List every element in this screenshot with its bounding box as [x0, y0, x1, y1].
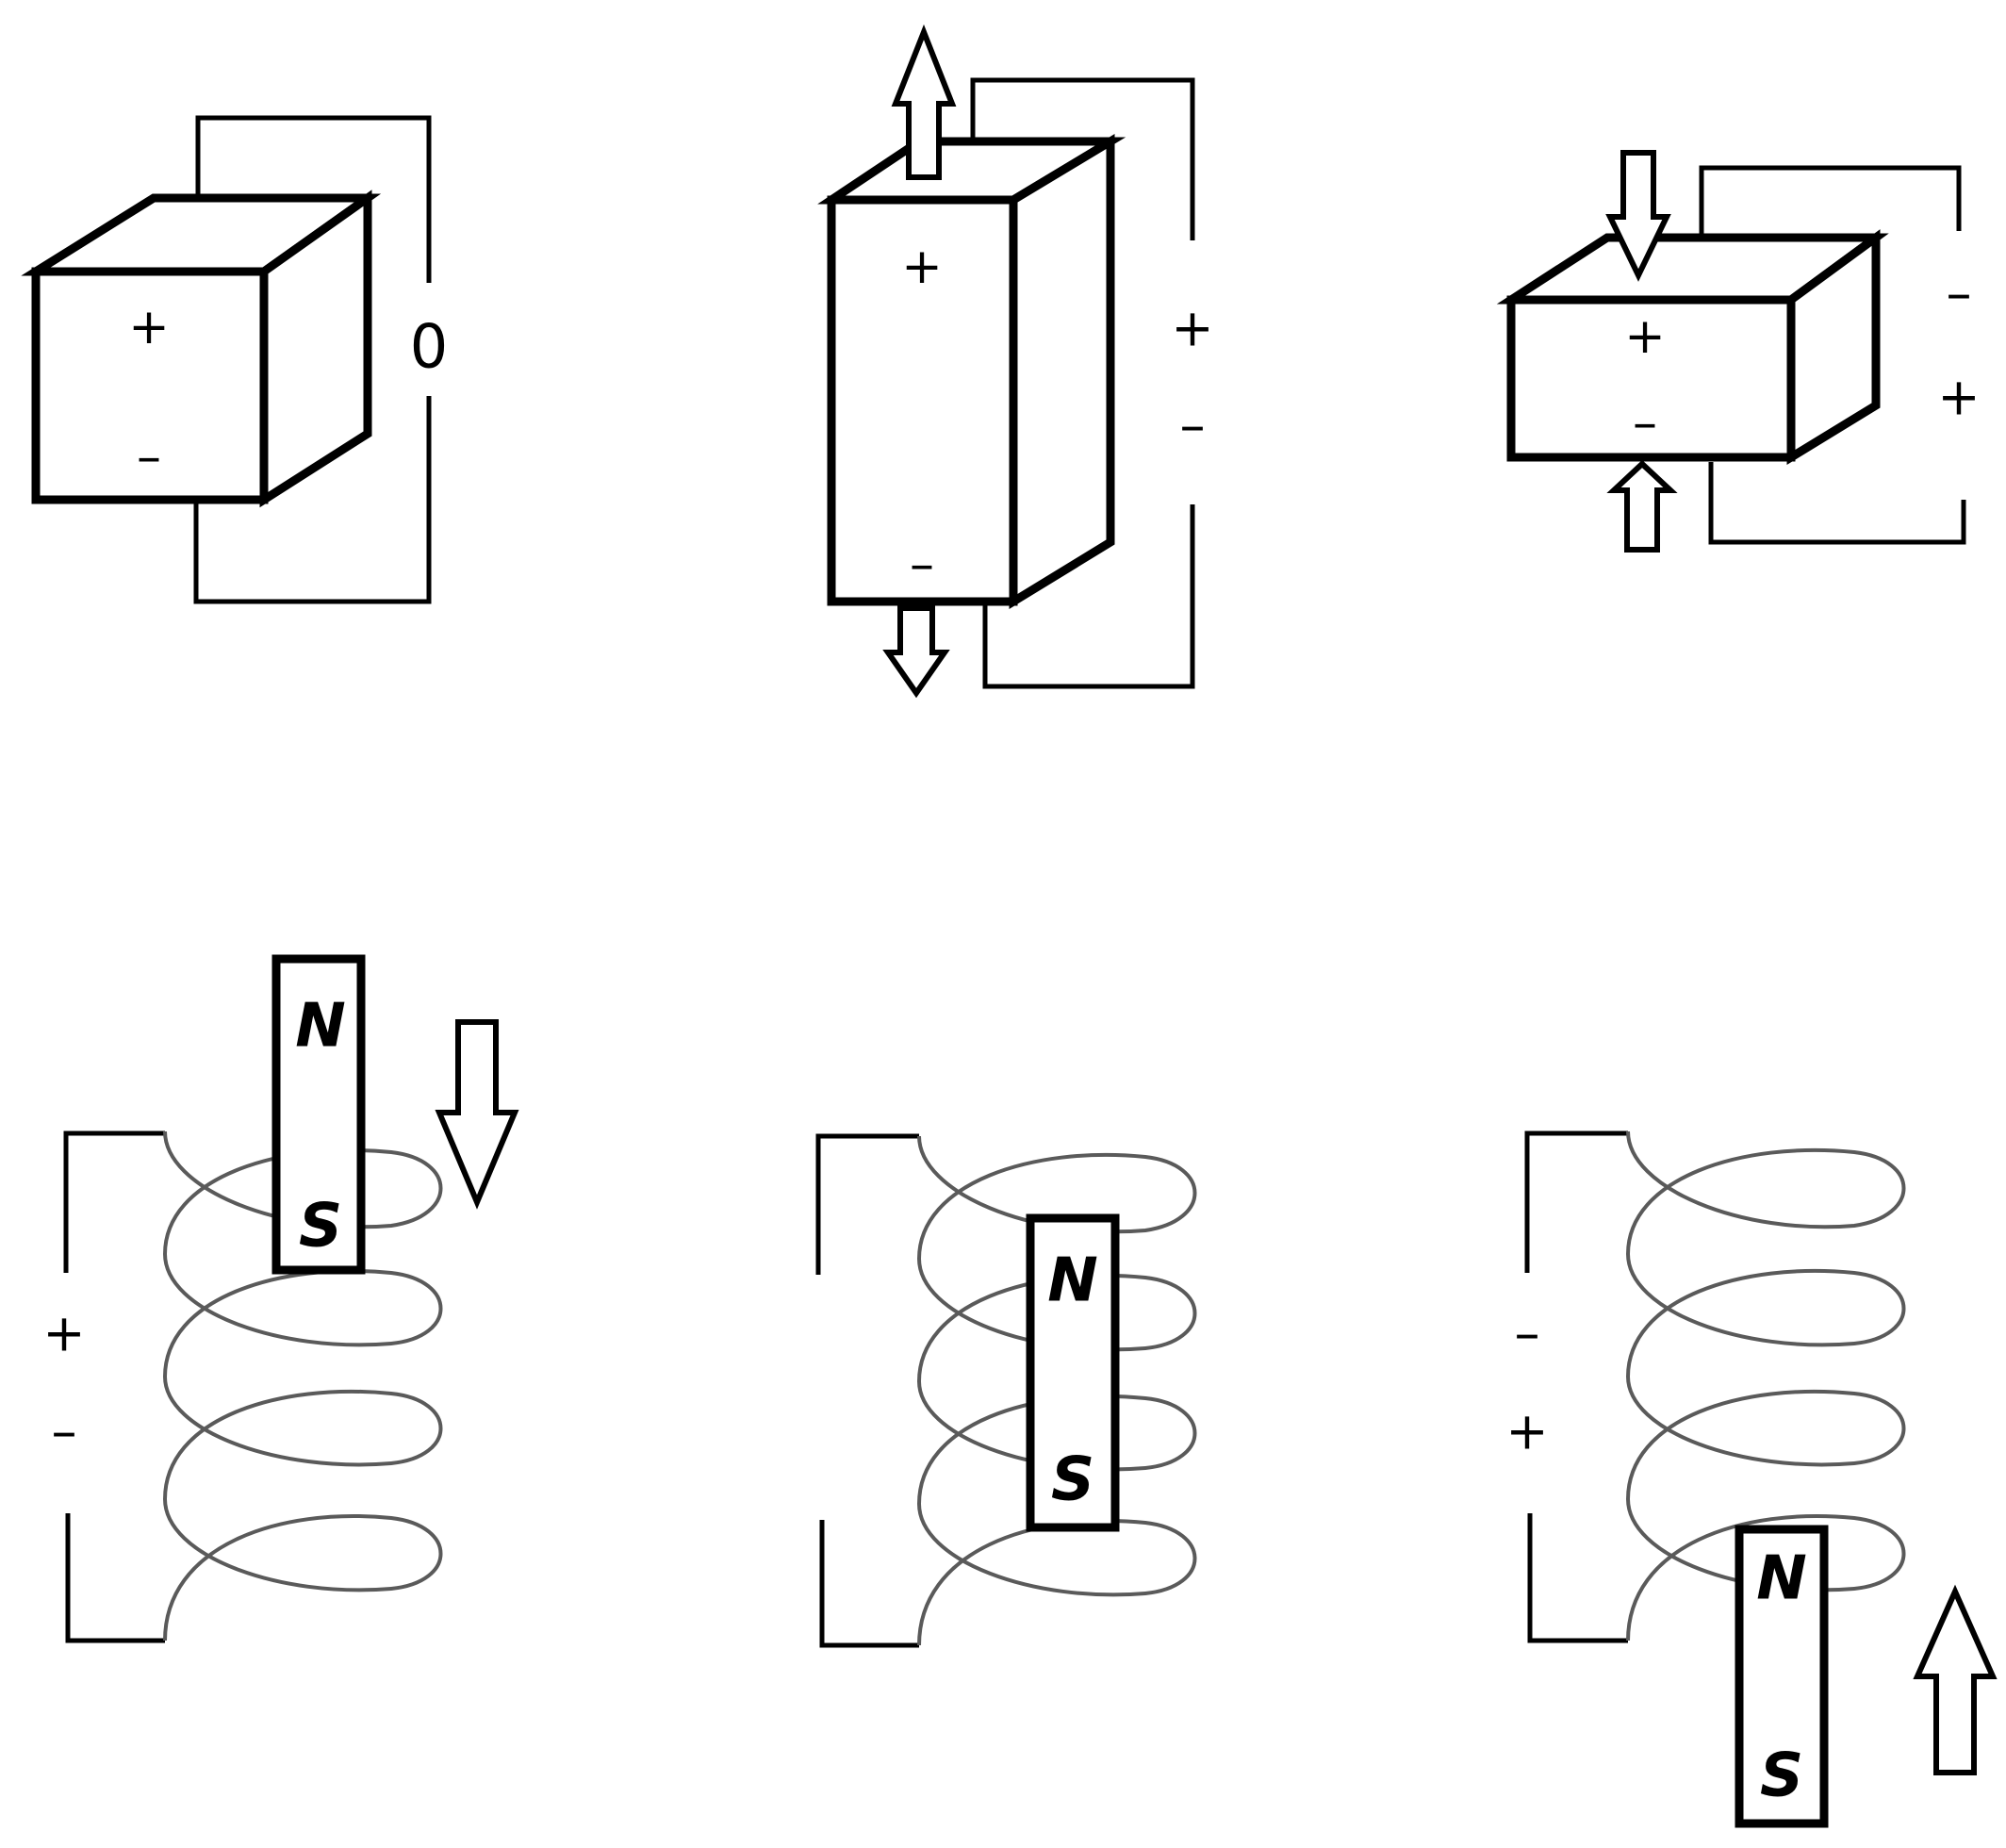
wire-top	[63, 1130, 165, 1273]
meter-top-charge: –	[1947, 264, 1972, 323]
crystal-bottom-charge: –	[910, 536, 934, 593]
wire-bottom	[1708, 462, 1966, 545]
crystal-top-charge: +	[901, 239, 943, 295]
coil-winding	[1625, 1130, 1906, 1642]
crystal-side-face	[1009, 134, 1115, 610]
wire-bottom	[819, 1520, 919, 1648]
coil-winding	[916, 1135, 1197, 1646]
meter-reading: 0	[410, 313, 449, 383]
bar-magnet	[271, 954, 366, 1275]
crystal-bottom-charge: –	[1633, 395, 1657, 452]
wire-top	[970, 77, 1195, 240]
meter-bottom-charge: +	[1505, 1402, 1548, 1461]
piezo-panel-2: + – + –	[817, 24, 1214, 699]
crystal-top-charge: +	[128, 299, 170, 355]
magnet-south-pole: S	[1051, 1445, 1094, 1515]
piezo-panel-1: + – 0	[21, 115, 449, 604]
bar-magnet	[1026, 1213, 1120, 1532]
crystal-front-face	[827, 195, 1018, 606]
coil-panel-2: N S	[815, 1133, 1197, 1648]
crystal-front-face	[31, 267, 269, 504]
compress-arrow-down-icon	[1605, 150, 1671, 282]
wire-top	[1524, 1130, 1628, 1273]
meter-top-charge: +	[42, 1304, 85, 1363]
meter-bottom-charge: –	[52, 1402, 77, 1461]
meter-bottom-charge: –	[1180, 396, 1206, 455]
coil-winding	[162, 1130, 443, 1642]
wire-bottom	[1527, 1513, 1628, 1643]
crystal-top-charge: +	[1624, 308, 1666, 365]
coil-panel-3: N S – +	[1505, 1130, 1998, 1828]
wire-top	[195, 115, 432, 283]
stretch-arrow-down-icon	[882, 605, 950, 699]
magnet-south-pole: S	[299, 1192, 342, 1262]
compress-arrow-up-icon	[1606, 459, 1678, 553]
meter-top-charge: –	[1515, 1304, 1540, 1363]
wire-bottom	[193, 396, 432, 604]
motion-arrow-down-icon	[435, 1019, 519, 1210]
magnet-north-pole: N	[1047, 1246, 1098, 1316]
wire-bottom	[982, 504, 1195, 689]
bar-magnet	[1735, 1525, 1829, 1828]
crystal-bottom-charge: –	[137, 429, 161, 486]
meter-top-charge: +	[1171, 299, 1213, 358]
piezo-panel-3: + – – +	[1496, 150, 1981, 553]
wire-top	[1699, 165, 1962, 273]
magnet-north-pole: N	[295, 992, 346, 1062]
crystal-front-face	[1506, 295, 1796, 462]
stretch-arrow-up-icon	[891, 24, 957, 180]
magnet-north-pole: N	[1756, 1544, 1807, 1614]
wire-bottom	[65, 1513, 165, 1643]
motion-arrow-up-icon	[1913, 1584, 1998, 1775]
magnet-south-pole: S	[1760, 1741, 1803, 1811]
wire-top	[815, 1133, 919, 1275]
coil-panel-1: N S + –	[42, 954, 519, 1643]
meter-bottom-charge: +	[1937, 368, 1980, 427]
